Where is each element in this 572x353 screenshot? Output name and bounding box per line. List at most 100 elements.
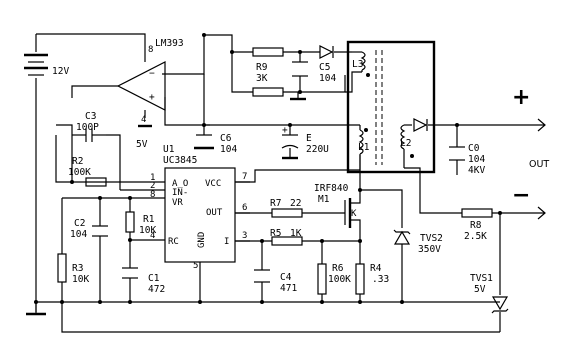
capacitor-c3: C3 100P <box>76 111 106 142</box>
tvs2-value: 350V <box>418 244 441 255</box>
e-plus: + <box>282 125 288 136</box>
u1-pin2-num: 2 <box>150 181 155 191</box>
diode-d2 <box>413 118 428 132</box>
u1-pin6-num: 6 <box>242 203 247 213</box>
l1-ref: L1 <box>358 142 370 153</box>
r2-value: 100K <box>68 167 91 178</box>
r8-value: 2.5K <box>464 231 487 242</box>
e-ref: E <box>306 133 312 144</box>
u1-pin-rc: RC <box>168 237 179 247</box>
capacitor-c0: C0 104 4KV <box>449 143 485 176</box>
tvs1-ref: TVS1 <box>470 273 493 284</box>
resistor-r2: R2 100K <box>68 156 107 187</box>
supply-5v-label: 5V <box>136 139 148 150</box>
mosfet-m1: IRF840 M1 K <box>314 183 361 228</box>
u1-pin1-num: 1 <box>150 173 155 183</box>
output-terminals: + − OUT <box>512 85 549 220</box>
u1-pin-vcc: VCC <box>205 179 221 189</box>
u1-pin-ao: A_O <box>172 179 188 189</box>
capacitor-c5: C5 104 <box>290 61 336 101</box>
u1-pin-gnd: GND <box>197 232 207 248</box>
diode-d1 <box>319 45 334 59</box>
tvs-tvs2: TVS2 350V <box>393 229 443 255</box>
resistor-r7: R7 22 <box>270 198 303 218</box>
r4-value: .33 <box>372 274 389 285</box>
comparator-lm393: 8 LM393 − + 4 <box>116 38 184 128</box>
c3-ref: C3 <box>85 111 96 122</box>
battery-12v: 12V <box>24 53 69 77</box>
r4-ref: R4 <box>370 263 382 274</box>
c2-ref: C2 <box>74 218 85 229</box>
capacitor-e: + E 220U <box>281 125 329 160</box>
c2-value: 104 <box>70 229 87 240</box>
c5-value: 104 <box>319 73 336 84</box>
c6-value: 104 <box>220 144 237 155</box>
e-value: 220U <box>306 144 329 155</box>
u1-pin5-num: 5 <box>193 261 198 271</box>
c0-value: 104 <box>468 154 485 165</box>
r7-value: 22 <box>290 198 301 209</box>
u1-pin-in: IN- <box>172 188 188 198</box>
c1-ref: C1 <box>148 273 160 284</box>
comparator-minus: − <box>149 68 155 79</box>
c3-value: 100P <box>76 122 99 133</box>
l2-ref: L2 <box>400 138 411 149</box>
u1-pin8-num: 8 <box>150 190 155 200</box>
resistor-r5: R5 1K <box>270 228 303 246</box>
resistor-r1: R1 10K <box>125 211 156 236</box>
c6-ref: C6 <box>220 133 232 144</box>
junction-dots <box>34 33 502 304</box>
u1-pin7-num: 7 <box>242 172 247 182</box>
r3-ref: R3 <box>72 263 83 274</box>
capacitor-c2: C2 104 <box>70 218 108 240</box>
l3-ref: L3 <box>352 59 363 70</box>
r6-value: 100K <box>328 274 351 285</box>
u1-pin-out: OUT <box>206 208 223 218</box>
c1-value: 472 <box>148 284 165 295</box>
r8-ref: R8 <box>470 220 482 231</box>
u1-pin-i: I <box>224 237 229 247</box>
resistor-r9: R9 3K <box>252 47 284 97</box>
r1-value: 10K <box>139 225 156 236</box>
resistor-r4: R4 .33 <box>355 263 389 295</box>
output-plus-sign: + <box>512 85 530 110</box>
tvs-tvs1: TVS1 5V <box>470 273 509 314</box>
c0-rating: 4KV <box>468 165 485 176</box>
tvs2-ref: TVS2 <box>420 233 443 244</box>
r5-ref: R5 <box>270 228 281 239</box>
r9-ref: R9 <box>256 62 268 73</box>
c4-ref: C4 <box>280 272 292 283</box>
c4-value: 471 <box>280 283 297 294</box>
ic-uc3845: U1 UC3845 A_O IN- VR RC VCC OUT I GND 1 … <box>140 144 250 271</box>
battery-label: 12V <box>52 66 69 77</box>
r3-value: 10K <box>72 274 89 285</box>
resistor-r3: R3 10K <box>57 253 89 285</box>
c0-ref: C0 <box>468 143 480 154</box>
r9-value: 3K <box>256 73 268 84</box>
comparator-name: LM393 <box>155 38 184 49</box>
comparator-plus: + <box>149 92 155 103</box>
u1-pin4-num: 4 <box>150 231 155 241</box>
tvs1-value: 5V <box>474 284 486 295</box>
m1-gate-label: K <box>351 209 357 219</box>
r5-value: 1K <box>290 228 302 239</box>
resistor-r6: R6 100K <box>317 263 351 295</box>
m1-ref: M1 <box>318 194 330 205</box>
u1-ref: U1 <box>163 144 175 155</box>
u1-pin3-num: 3 <box>242 231 247 241</box>
c5-ref: C5 <box>319 62 330 73</box>
resistor-r8: R8 2.5K <box>461 208 493 242</box>
u1-pin-vr: VR <box>172 198 183 208</box>
r7-ref: R7 <box>270 198 281 209</box>
output-label: OUT <box>529 159 549 170</box>
capacitor-c1: C1 472 <box>122 267 165 295</box>
m1-part: IRF840 <box>314 183 349 194</box>
capacitor-c4: C4 471 <box>254 269 297 294</box>
comparator-pin-4: 4 <box>141 115 146 125</box>
output-minus-sign: − <box>512 183 530 208</box>
transformer: L3 L1 L2 <box>346 40 436 174</box>
r2-ref: R2 <box>72 156 83 167</box>
capacitor-c6: C6 104 <box>194 133 237 155</box>
r1-ref: R1 <box>143 214 155 225</box>
